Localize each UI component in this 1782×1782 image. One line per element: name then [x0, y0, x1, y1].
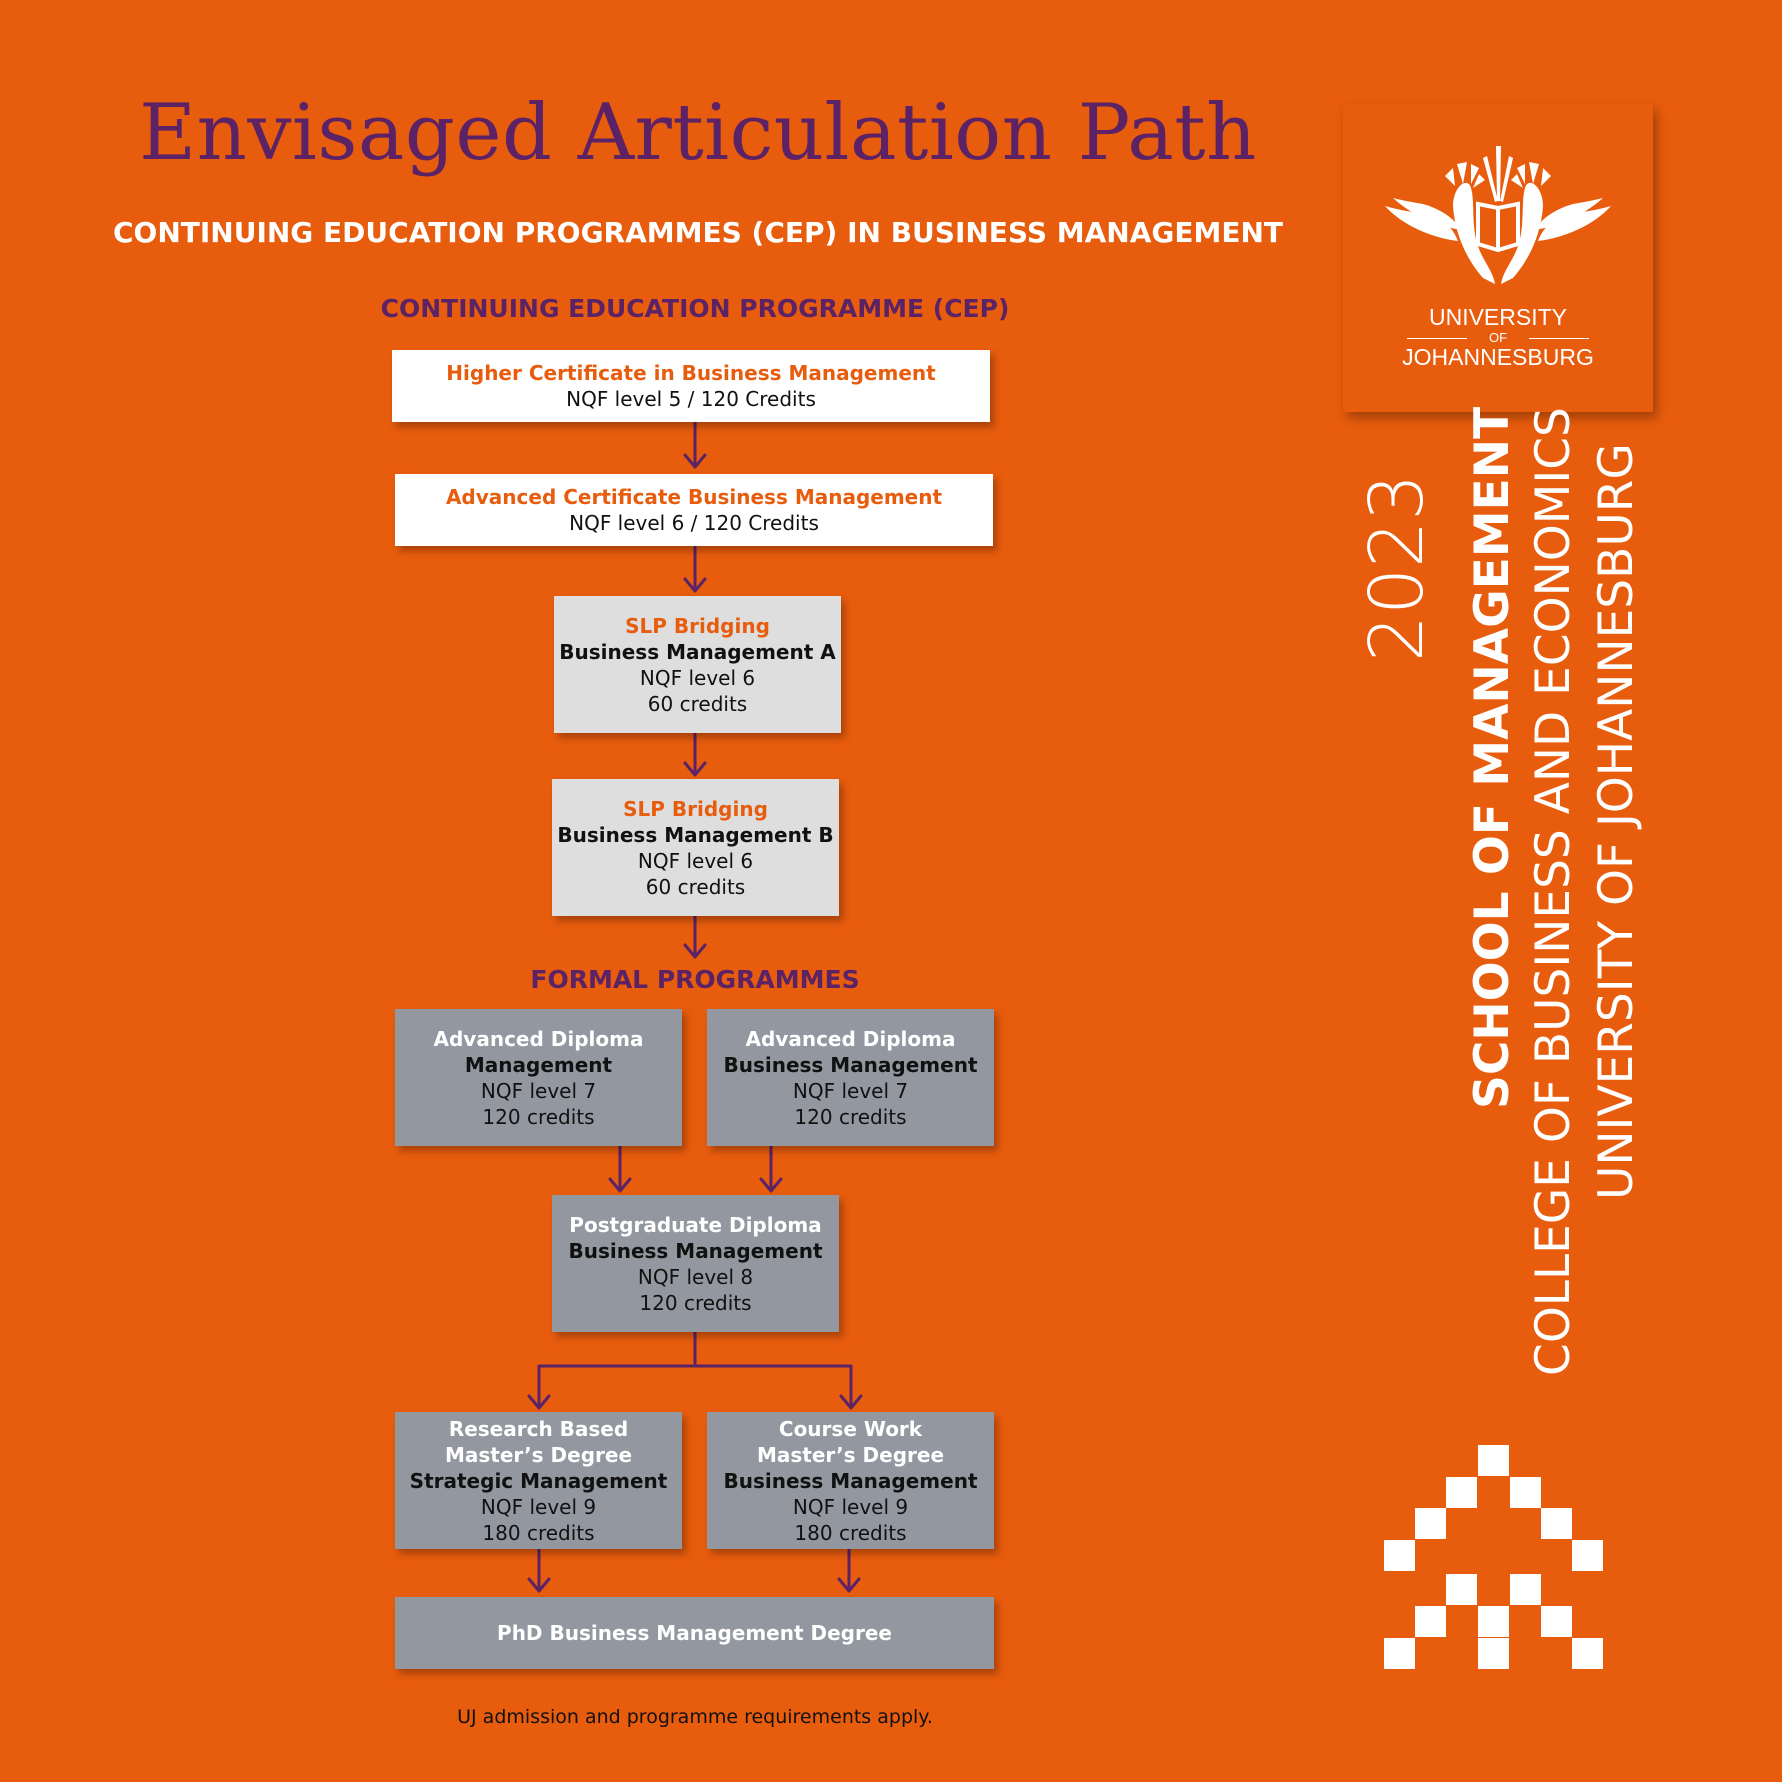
box-title-line2: Master’s Degree [756, 1442, 945, 1467]
box-research-masters: Research Based Master’s Degree Strategic… [395, 1412, 682, 1549]
box-nqf: NQF level 9 [792, 1494, 909, 1519]
arrow-slp-b-to-formal [683, 914, 707, 959]
box-credits: 120 credits [639, 1290, 752, 1315]
box-credits: 60 credits [647, 691, 748, 716]
box-subject: Business Management [568, 1238, 823, 1263]
box-phd: PhD Business Management Degree [395, 1597, 994, 1669]
uj-crest-icon [1385, 146, 1611, 284]
box-title: Advanced Diploma [745, 1026, 956, 1051]
arrow-course-to-phd [837, 1547, 861, 1593]
box-title: SLP Bridging [623, 796, 768, 821]
arrow-research-to-phd [527, 1547, 551, 1593]
box-detail: NQF level 6 / 120 Credits [569, 511, 819, 535]
box-nqf: NQF level 7 [792, 1078, 909, 1103]
box-subject: Strategic Management [409, 1468, 668, 1493]
sidebar-school: SCHOOL OF MANAGEMENT [1465, 406, 1520, 1109]
logo-text-line1: UNIVERSITY [1428, 304, 1568, 330]
box-nqf: NQF level 6 [637, 848, 754, 873]
arrow-advdip-bm-to-pgdip [759, 1144, 783, 1193]
page-subtitle: CONTINUING EDUCATION PROGRAMMES (CEP) IN… [112, 216, 1284, 249]
sidebar-college: COLLEGE OF BUSINESS AND ECONOMICS [1526, 407, 1581, 1376]
logo-text-line2: OF [1488, 330, 1508, 345]
box-advanced-diploma-business-management: Advanced Diploma Business Management NQF… [707, 1009, 994, 1146]
box-credits: 120 credits [482, 1104, 595, 1129]
section-heading-formal: FORMAL PROGRAMMES [530, 965, 860, 994]
box-title: SLP Bridging [625, 613, 770, 638]
box-postgraduate-diploma: Postgraduate Diploma Business Management… [552, 1195, 839, 1332]
logo-text-line3: JOHANNESBURG [1402, 344, 1594, 370]
sidebar-year: 2023 [1354, 473, 1440, 662]
box-title: PhD Business Management Degree [497, 1621, 892, 1645]
box-title-line1: Research Based [448, 1416, 629, 1441]
box-coursework-masters: Course Work Master’s Degree Business Man… [707, 1412, 994, 1549]
section-heading-cep: CONTINUING EDUCATION PROGRAMME (CEP) [380, 294, 1010, 323]
sidebar-university: UNIVERSITY OF JOHANNESBURG [1589, 443, 1644, 1200]
university-logo: UNIVERSITY OF JOHANNESBURG [1343, 104, 1653, 412]
box-advanced-certificate: Advanced Certificate Business Management… [395, 474, 993, 546]
box-credits: 180 credits [794, 1520, 907, 1545]
box-slp-bridging-a: SLP Bridging Business Management A NQF l… [554, 596, 841, 733]
pixel-pattern-logo-icon [1384, 1445, 1603, 1669]
box-subject: Management [464, 1052, 613, 1077]
box-title: Higher Certificate in Business Managemen… [446, 361, 936, 385]
box-subject: Business Management A [559, 639, 836, 664]
box-title-line2: Master’s Degree [444, 1442, 633, 1467]
box-nqf: NQF level 7 [480, 1078, 597, 1103]
arrow-advanced-to-slp-a [683, 545, 707, 593]
box-nqf: NQF level 9 [480, 1494, 597, 1519]
box-subject: Business Management [723, 1468, 978, 1493]
box-title: Advanced Certificate Business Management [445, 485, 943, 509]
box-detail: NQF level 5 / 120 Credits [566, 387, 816, 411]
box-nqf: NQF level 6 [639, 665, 756, 690]
box-credits: 180 credits [482, 1520, 595, 1545]
box-slp-bridging-b: SLP Bridging Business Management B NQF l… [552, 779, 839, 916]
box-nqf: NQF level 8 [637, 1264, 754, 1289]
box-title: Advanced Diploma [433, 1026, 644, 1051]
box-title: Postgraduate Diploma [569, 1212, 822, 1237]
box-credits: 120 credits [794, 1104, 907, 1129]
arrow-pgdip-split [527, 1329, 863, 1410]
logo-divider-right [1529, 338, 1589, 339]
box-subject: Business Management B [557, 822, 834, 847]
page-title: Envisaged Articulation Path [139, 88, 1257, 178]
arrow-higher-to-advanced [683, 421, 707, 469]
logo-divider-left [1407, 338, 1467, 339]
arrow-advdip-mgmt-to-pgdip [608, 1144, 632, 1193]
box-subject: Business Management [723, 1052, 978, 1077]
footnote: UJ admission and programme requirements … [457, 1706, 933, 1728]
arrow-slp-a-to-slp-b [683, 732, 707, 777]
box-title-line1: Course Work [778, 1416, 923, 1441]
box-advanced-diploma-management: Advanced Diploma Management NQF level 7 … [395, 1009, 682, 1146]
box-higher-certificate: Higher Certificate in Business Managemen… [392, 350, 990, 422]
box-credits: 60 credits [645, 874, 746, 899]
